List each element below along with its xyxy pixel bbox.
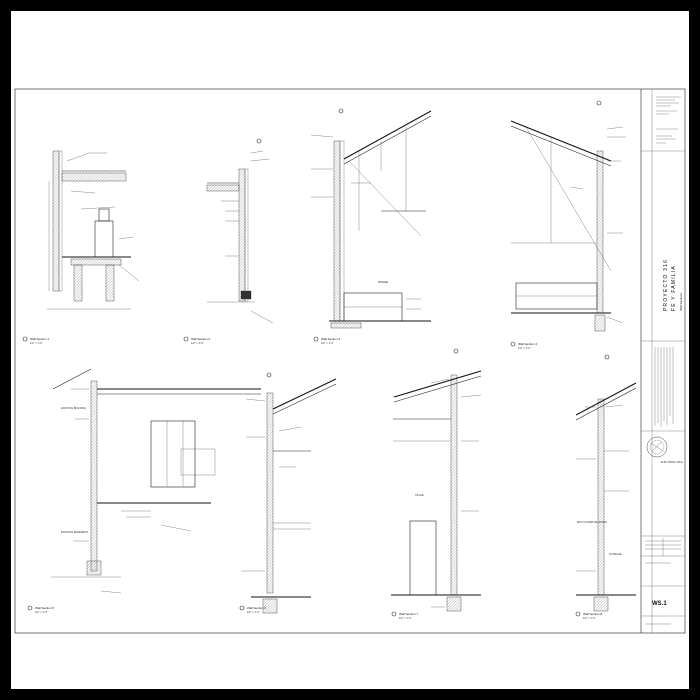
- existing-basement-label: EXISTING BASEMENT: [61, 530, 89, 534]
- seal-stamp: [646, 436, 668, 458]
- section-3-scale: 1/2" = 1'-0": [321, 341, 334, 345]
- existing-building-label: EXISTING BUILDING: [61, 406, 86, 410]
- section-2-title: Wall Section 2: [191, 337, 210, 341]
- wall-section-2: Wall Section 2 1/2" = 1'-0": [183, 138, 274, 345]
- storage-label: STORAGE: [609, 552, 622, 556]
- title-block: PROYECTO 316 FE Y FAMILIA Wall Sections …: [640, 89, 685, 633]
- sheet-title: Wall Sections: [679, 292, 683, 311]
- wall-section-4: Wall Section 4 1/2" = 1'-0": [510, 100, 626, 350]
- section-7-title: Wall Section 7: [399, 612, 418, 616]
- wall-section-5: EXISTING BUILDING EXISTING BASEMENT Wall…: [27, 368, 261, 614]
- section-6-title: Wall Section 6: [247, 606, 266, 610]
- wall-section-6: Wall Section 6 1/2" = 1'-0": [239, 372, 337, 614]
- section-5-scale: 1/2" = 1'-0": [35, 610, 48, 614]
- section-1-scale: 1/2" = 1'-0": [30, 341, 43, 345]
- section-2-scale: 1/2" = 1'-0": [191, 341, 204, 345]
- section-3-title: Wall Section 3: [321, 337, 340, 341]
- drawing-sheet: PROYECTO 316 FE Y FAMILIA Wall Sections …: [11, 11, 689, 689]
- section-8-scale: 1/2" = 1'-0": [583, 616, 596, 620]
- drawing-canvas: PROYECTO 316 FE Y FAMILIA Wall Sections …: [14, 88, 686, 634]
- stage-label: STAGE: [378, 280, 388, 284]
- wall-section-3: STAGE Wall Section 3 1/2" = 1'-0": [310, 108, 432, 345]
- section-4-title: Wall Section 4: [518, 342, 537, 346]
- section-8-title: Wall Section 8: [583, 612, 602, 616]
- section-4-scale: 1/2" = 1'-0": [518, 346, 531, 350]
- section-7-scale: 1/2" = 1'-0": [399, 616, 412, 620]
- section-5-title: Wall Section 5: [35, 606, 54, 610]
- project-name: PROYECTO 316: [663, 259, 669, 311]
- section-6-scale: 1/2" = 1'-0": [247, 610, 260, 614]
- wall-section-1: Wall Section 1 1/2" = 1'-0": [22, 150, 140, 345]
- project-subtitle: FE Y FAMILIA: [671, 265, 677, 311]
- section-1-title: Wall Section 1: [30, 337, 49, 341]
- multi-purpose-room-label: MULTI PURPOSE ROOM: [577, 520, 607, 524]
- sheet-border: [14, 88, 686, 634]
- sheet-number: WS.1: [652, 601, 667, 607]
- seal-label: ELECTRONIC SEAL: [661, 461, 684, 464]
- stage-small-label: STAGE: [415, 493, 424, 497]
- wall-section-7: STAGE Wall Section 7 1/2" = 1'-0": [391, 348, 482, 620]
- wall-section-8: MULTI PURPOSE ROOM STORAGE Wall Section …: [575, 354, 637, 620]
